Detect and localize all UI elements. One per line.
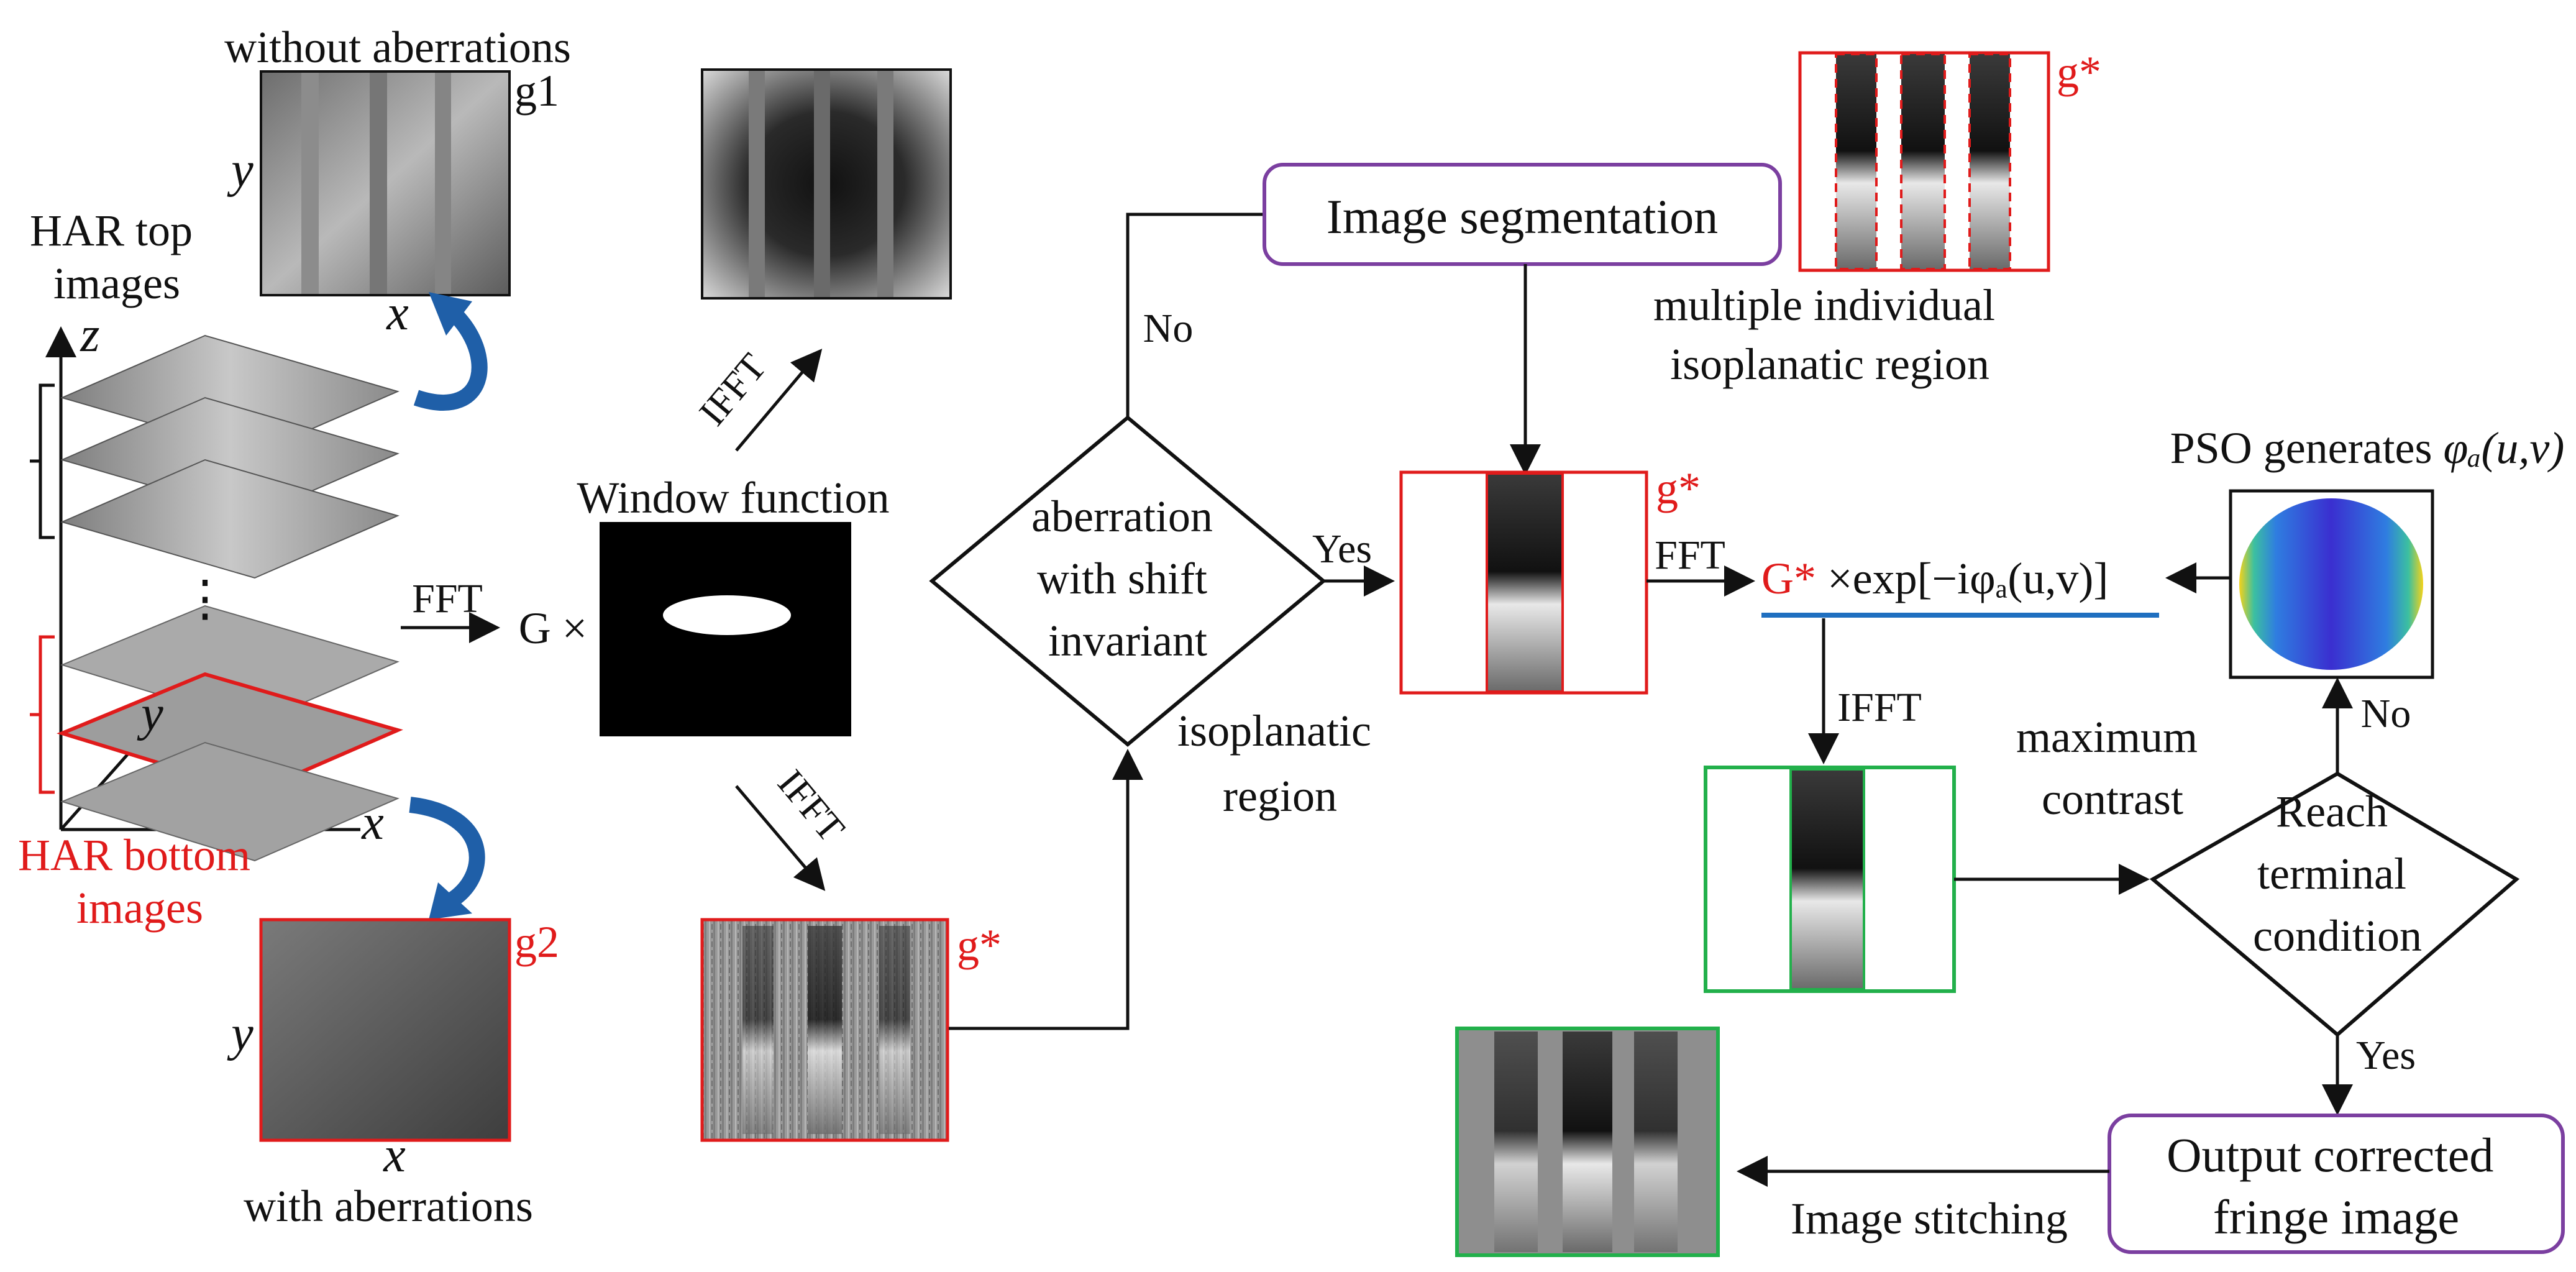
g1-stripe-1 (301, 73, 319, 294)
output-line-1: Output corrected (2167, 1128, 2493, 1182)
window-function-ellipse (663, 595, 791, 635)
bottom-slab-2 (60, 741, 400, 862)
g-times-label: G × (519, 603, 588, 653)
isoplanatic-note: isoplanatic region (1177, 706, 1382, 821)
gstar-label-bottom: g* (957, 920, 1002, 970)
no-label-decision: No (1143, 306, 1194, 351)
har-bottom-line-2: images (76, 883, 203, 933)
pso-label: PSO generates φₐ(u,v) (2170, 423, 2565, 473)
max-contrast-line-2: contrast (2042, 774, 2183, 824)
no-branch-line (1126, 213, 1264, 418)
terminal-line-3: condition (2253, 911, 2422, 961)
g2-image (259, 918, 511, 1142)
axis-z-label: z (80, 308, 99, 362)
g2-axis-y: y (227, 1007, 253, 1061)
maximum-contrast-label: maximum contrast (2016, 712, 2209, 824)
terminal-decision-text: Reach terminal condition (2253, 787, 2422, 961)
har-image-stack: ⋮ z y x HAR top images HAR bottom images (18, 206, 403, 933)
final-fringe-1 (1494, 1032, 1538, 1252)
top-slab-3 (60, 459, 400, 579)
fft-label-right: FFT (1655, 533, 1725, 578)
ifft-bottom-fringe-1 (742, 926, 774, 1134)
top-bracket (30, 383, 55, 539)
g1-label: g1 (514, 66, 559, 116)
axis-x-label-stack: x (361, 795, 384, 850)
ifft-label-down: IFFT (769, 762, 852, 849)
output-line-2: fringe image (2213, 1190, 2459, 1244)
multiple-regions-line-2: isoplanatic region (1670, 339, 1989, 389)
connector-to-decision (949, 749, 1143, 1030)
image-segmentation-box (1263, 163, 1782, 266)
decision-line-2: with shift (1037, 554, 1207, 603)
pso-phase-disk (2239, 498, 2423, 670)
ifft-top-stripe-2 (814, 71, 830, 297)
har-top-line-2: images (53, 259, 180, 308)
yes-label-decision: Yes (1312, 526, 1372, 572)
isoplanatic-note-2: region (1223, 771, 1337, 821)
g1-stripe-3 (435, 73, 451, 294)
corrected-region-strip (1789, 768, 1865, 991)
ifft-top-stripe-1 (749, 71, 765, 297)
ifft-arrow-up (735, 349, 823, 452)
g1-stripe-2 (370, 73, 387, 294)
image-stitching-label: Image stitching (1791, 1194, 2068, 1243)
output-box (2108, 1114, 2565, 1254)
output-box-text: Output corrected fringe image (2167, 1128, 2506, 1244)
gstar-label-top: g* (2057, 47, 2101, 97)
without-aberrations-label: without aberrations (224, 22, 571, 72)
ifft-bottom-fringe-3 (879, 926, 910, 1134)
region-strip-1 (1835, 53, 1878, 270)
har-top-label: HAR top images (30, 206, 204, 308)
region-strip-3 (1968, 53, 2011, 270)
isoplanatic-note-1: isoplanatic (1177, 706, 1371, 756)
single-region-strip (1486, 472, 1564, 693)
g1-axis-y: y (227, 143, 253, 198)
g2-axis-x: x (383, 1128, 406, 1183)
final-fringe-2 (1563, 1032, 1612, 1252)
har-top-line-1: HAR top (30, 206, 193, 255)
terminal-line-2: terminal (2257, 849, 2406, 899)
axis-y-label-stack: y (137, 687, 163, 741)
ifft-arrow-down (735, 785, 826, 891)
pso-phi: φₐ(u,v) (2444, 423, 2565, 473)
g1-axis-x: x (386, 286, 409, 341)
window-function-label: Window function (577, 473, 889, 523)
yes-label-terminal: Yes (2356, 1033, 2416, 1078)
ifft-label-right: IFFT (1837, 685, 1922, 730)
pso-text: PSO generates (2170, 423, 2432, 473)
formula-gstar: G* (1761, 554, 1816, 603)
fft-label-left: FFT (412, 576, 483, 621)
final-fringe-3 (1634, 1032, 1678, 1252)
ifft-top-stripe-3 (877, 71, 893, 297)
curved-arrow-top-head (429, 292, 472, 336)
formula: G* ×exp[−iφₐ(u,v)] (1761, 554, 2108, 603)
g1-panel: without aberrations g1 y x (224, 22, 571, 341)
with-aberrations-label: with aberrations (244, 1181, 533, 1231)
formula-rest: ×exp[−iφₐ(u,v)] (1827, 554, 2108, 603)
g2-label: g2 (514, 917, 559, 967)
curved-arrow-bottom-head (429, 882, 472, 920)
multiple-regions-label: multiple individual isoplanatic region (1653, 280, 2006, 389)
har-bottom-label: HAR bottom images (18, 830, 262, 933)
aberration-decision-text: aberration with shift invariant (1031, 492, 1224, 666)
g2-panel: g2 y x with aberrations (227, 917, 559, 1231)
bottom-bracket (30, 635, 55, 794)
ifft-bottom-fringe-2 (808, 926, 842, 1134)
image-segmentation-label: Image segmentation (1327, 190, 1718, 244)
no-label-terminal: No (2361, 691, 2411, 736)
curved-arrow-bottom (409, 797, 485, 908)
region-strip-2 (1900, 53, 1946, 270)
curved-arrow-top (413, 301, 488, 411)
multiple-regions-line-1: multiple individual (1653, 280, 1995, 330)
har-bottom-line-1: HAR bottom (18, 830, 250, 880)
max-contrast-line-1: maximum (2016, 712, 2198, 762)
stack-ellipsis: ⋮ (180, 572, 230, 626)
decision-line-3: invariant (1048, 616, 1207, 666)
aberration-decision-diamond (929, 415, 1327, 747)
gstar-label-center: g* (1656, 464, 1701, 513)
decision-line-1: aberration (1031, 492, 1213, 541)
terminal-line-1: Reach (2276, 787, 2388, 836)
